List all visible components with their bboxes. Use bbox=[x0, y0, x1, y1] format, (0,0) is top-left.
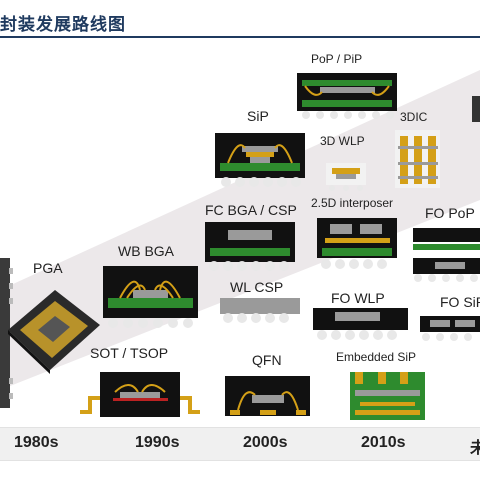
timeline-1990s: 1990s bbox=[135, 434, 180, 451]
dip-package-image bbox=[0, 258, 13, 408]
label-fc-bga-csp: FC BGA / CSP bbox=[205, 202, 297, 218]
wl-csp-package-image bbox=[220, 298, 300, 323]
wb-bga-package-image bbox=[103, 266, 198, 328]
label-qfn: QFN bbox=[252, 352, 282, 368]
label-fo-pop: FO PoP bbox=[425, 205, 475, 221]
partial-package-image bbox=[472, 96, 480, 122]
roadmap-diagram bbox=[0, 40, 480, 425]
timeline-1980s: 1980s bbox=[14, 434, 59, 451]
label-sot-tsop: SOT / TSOP bbox=[90, 345, 169, 361]
fo-pop-package-image bbox=[413, 228, 480, 282]
label-wl-csp: WL CSP bbox=[230, 279, 284, 295]
label-pga: PGA bbox=[33, 260, 63, 276]
3dic-package-image bbox=[395, 130, 440, 188]
fc-bga-csp-package-image bbox=[205, 222, 295, 271]
label-wb-bga: WB BGA bbox=[118, 243, 175, 259]
fo-sip-package-image bbox=[420, 316, 480, 341]
label-pop-pip: PoP / PiP bbox=[311, 52, 363, 66]
fo-wlp-package-image bbox=[313, 308, 408, 340]
3d-wlp-package-image bbox=[326, 163, 366, 191]
label-2-5d-interposer: 2.5D interposer bbox=[311, 196, 394, 210]
pop-pip-package-image bbox=[297, 73, 397, 119]
label-embedded-sip: Embedded SiP bbox=[336, 350, 417, 364]
label-fo-wlp: FO WLP bbox=[331, 290, 385, 306]
interposer-25d-package-image bbox=[317, 218, 397, 269]
sip-package-image bbox=[215, 133, 305, 187]
embedded-sip-package-image bbox=[350, 372, 425, 420]
label-sip: SiP bbox=[247, 108, 269, 124]
timeline-bar bbox=[0, 427, 480, 461]
label-3dic: 3DIC bbox=[400, 110, 428, 124]
pga-package-image bbox=[8, 290, 100, 374]
label-fo-sip: FO SiP bbox=[440, 294, 480, 310]
timeline-2000s: 2000s bbox=[243, 434, 288, 451]
page-title: 封装发展路线图 bbox=[0, 15, 126, 35]
qfn-package-image bbox=[225, 376, 310, 416]
timeline-2010s: 2010s bbox=[361, 434, 406, 451]
timeline-future: 未 bbox=[470, 438, 480, 457]
title-divider bbox=[0, 36, 480, 38]
sot-tsop-package-image bbox=[80, 372, 200, 417]
label-3d-wlp: 3D WLP bbox=[320, 134, 365, 148]
